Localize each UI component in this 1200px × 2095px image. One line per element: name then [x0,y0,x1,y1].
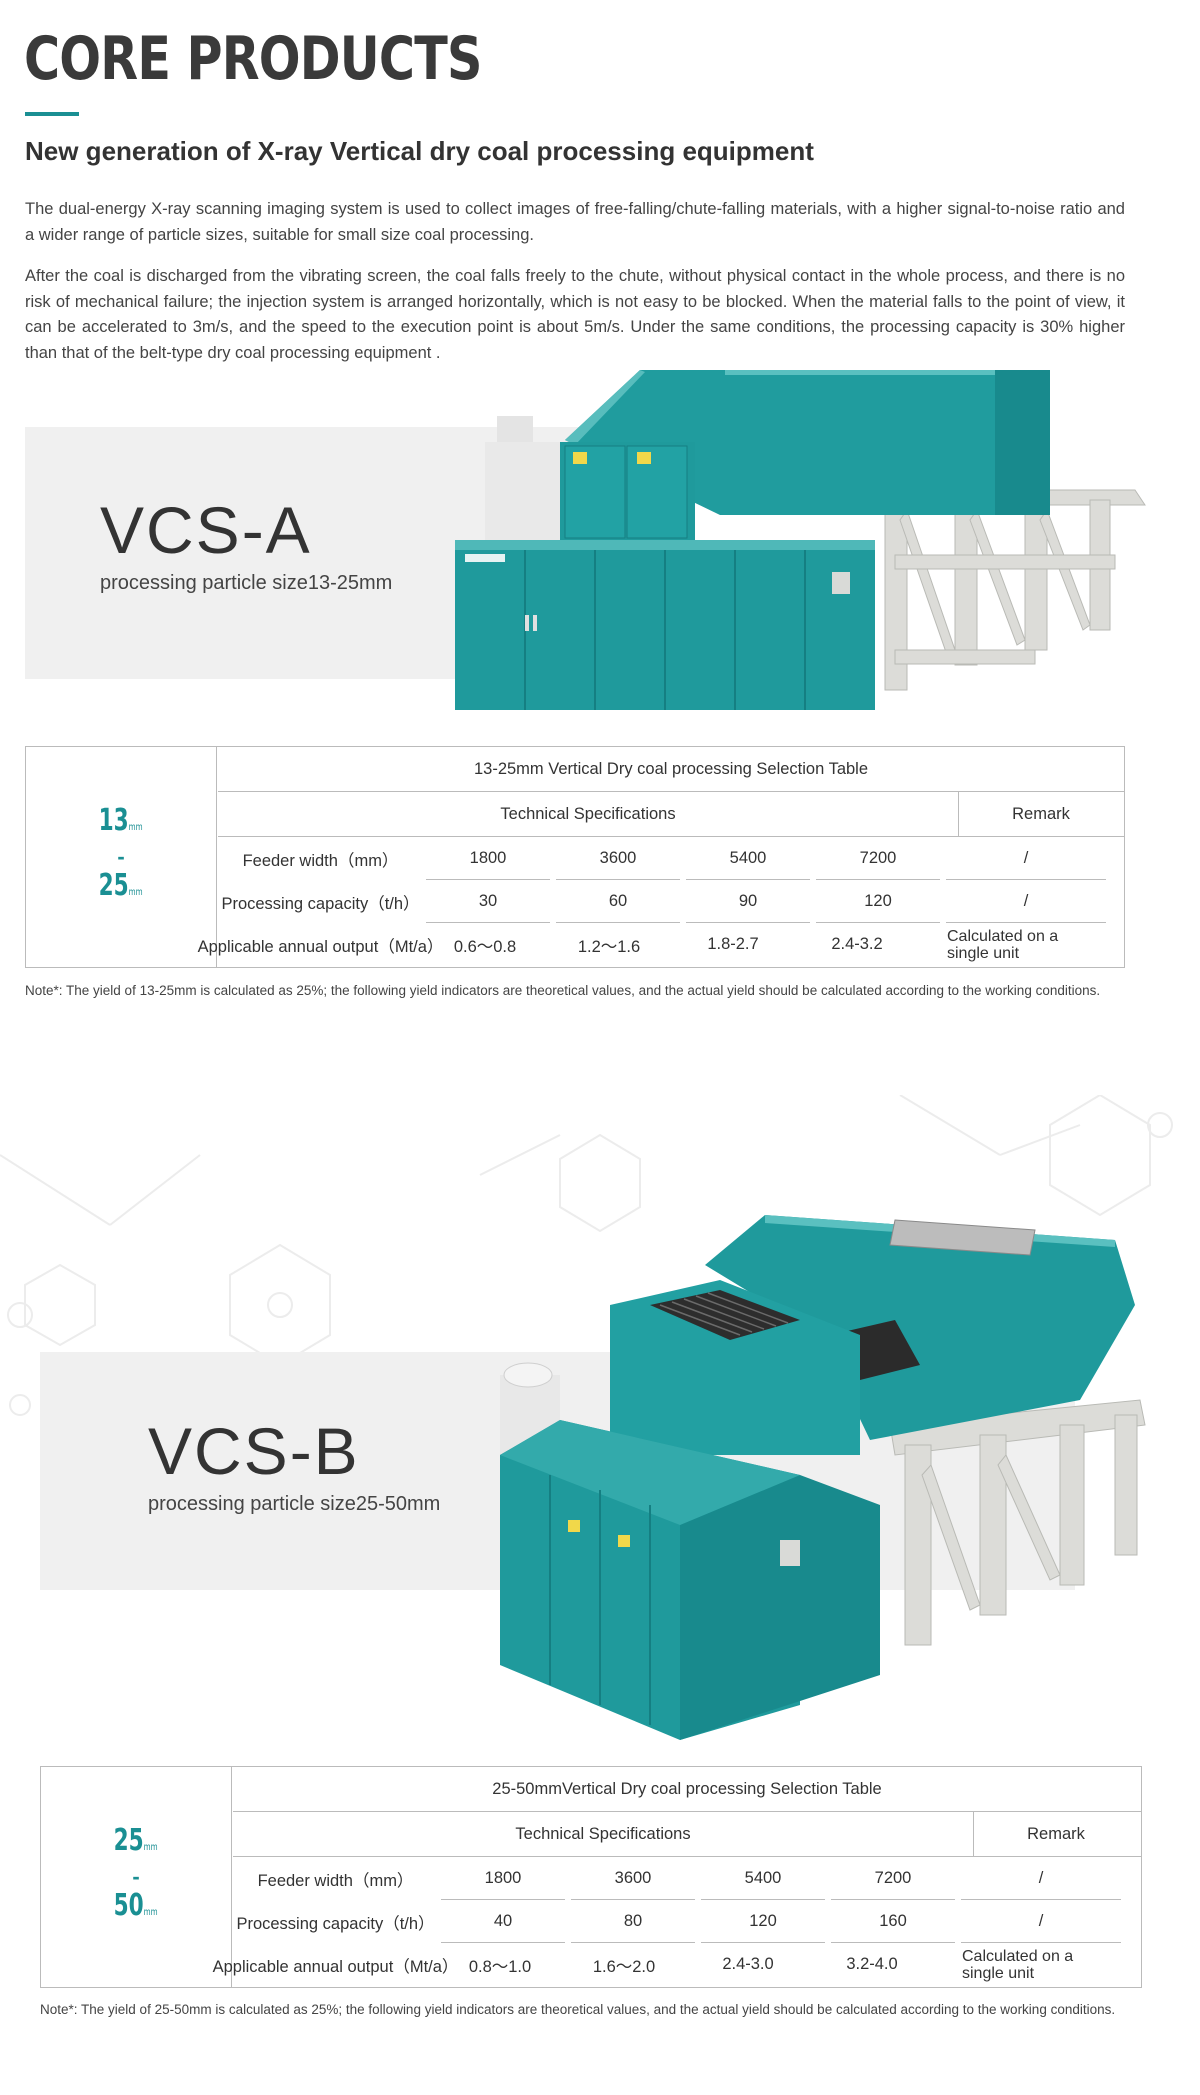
size-dash: - [117,844,125,869]
intro-paragraph-1: The dual-energy X-ray scanning imaging s… [25,200,1125,244]
table-row: Processing capacity（t/h） 40 80 120 160 / [233,1900,1141,1943]
table-row: Applicable annual output（Mt/a） 0.8～1.0 1… [212,1947,1074,1982]
section-subtitle: New generation of X-ray Vertical dry coa… [25,136,814,166]
vcs-a-particle-size: processing particle size13-25mm [100,572,393,594]
vcs-b-size-range: 25mm - 50mm [41,1767,232,1987]
table-title: 25-50mmVertical Dry coal processing Sele… [233,1767,1141,1812]
vcs-b-particle-size: processing particle size25-50mm [148,1493,441,1515]
vcs-b-model-name: VCS-B [148,1414,360,1488]
size-min: 13 [98,803,130,838]
size-unit: mm [144,1907,159,1918]
table-row: Processing capacity（t/h） 30 60 90 120 / [218,880,1124,923]
size-dash: - [132,1864,140,1889]
page-title: CORE PRODUCTS [24,24,482,94]
size-max: 25 [98,868,130,903]
size-max: 50 [113,1888,145,1923]
vcs-a-spec-table: 13mm - 25mm 13-25mm Vertical Dry coal pr… [25,746,1125,968]
remark-header: Remark [958,792,1123,836]
size-unit: mm [129,822,144,833]
table-row: Applicable annual output（Mt/a） 0.6～0.8 1… [197,927,1059,962]
intro-paragraph-2: After the coal is discharged from the vi… [25,267,1125,362]
vcs-b-note: Note*: The yield of 25-50mm is calculate… [40,2002,1116,2017]
size-min: 25 [113,1823,145,1858]
vcs-a-note: Note*: The yield of 13-25mm is calculate… [25,983,1101,998]
vcs-b-machine-image [500,1215,1146,1740]
table-row: Feeder width（mm） 1800 3600 5400 7200 / [233,1857,1141,1900]
size-unit: mm [144,1842,159,1853]
tech-spec-header: Technical Specifications [500,804,676,823]
vcs-a-size-range: 13mm - 25mm [26,747,217,967]
table-row: Feeder width（mm） 1800 3600 5400 7200 / [218,837,1124,880]
size-unit: mm [129,887,144,898]
title-underline [25,112,79,116]
vcs-a-model-name: VCS-A [100,493,312,567]
remark-header: Remark [973,1812,1138,1856]
vcs-b-spec-table: 25mm - 50mm 25-50mmVertical Dry coal pro… [40,1766,1142,1988]
tech-spec-header: Technical Specifications [515,1824,691,1843]
vcs-a-machine-image [455,370,1146,710]
table-title: 13-25mm Vertical Dry coal processing Sel… [218,747,1124,792]
